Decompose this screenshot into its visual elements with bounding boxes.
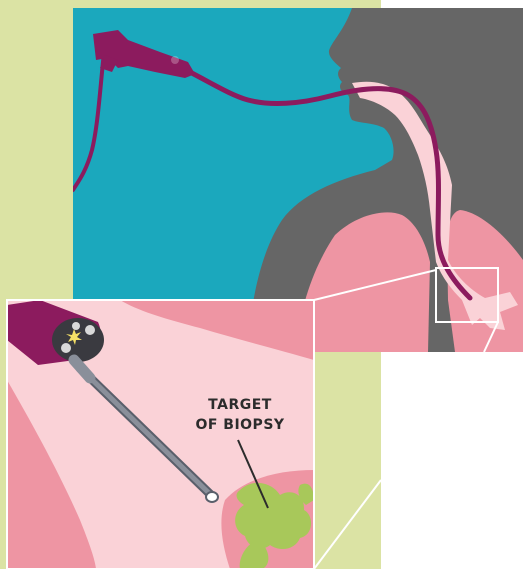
target-label-line1: TARGET <box>170 395 310 415</box>
target-label-line2: OF BIOPSY <box>170 415 310 435</box>
target-of-biopsy-label: TARGET OF BIOPSY <box>170 395 310 435</box>
